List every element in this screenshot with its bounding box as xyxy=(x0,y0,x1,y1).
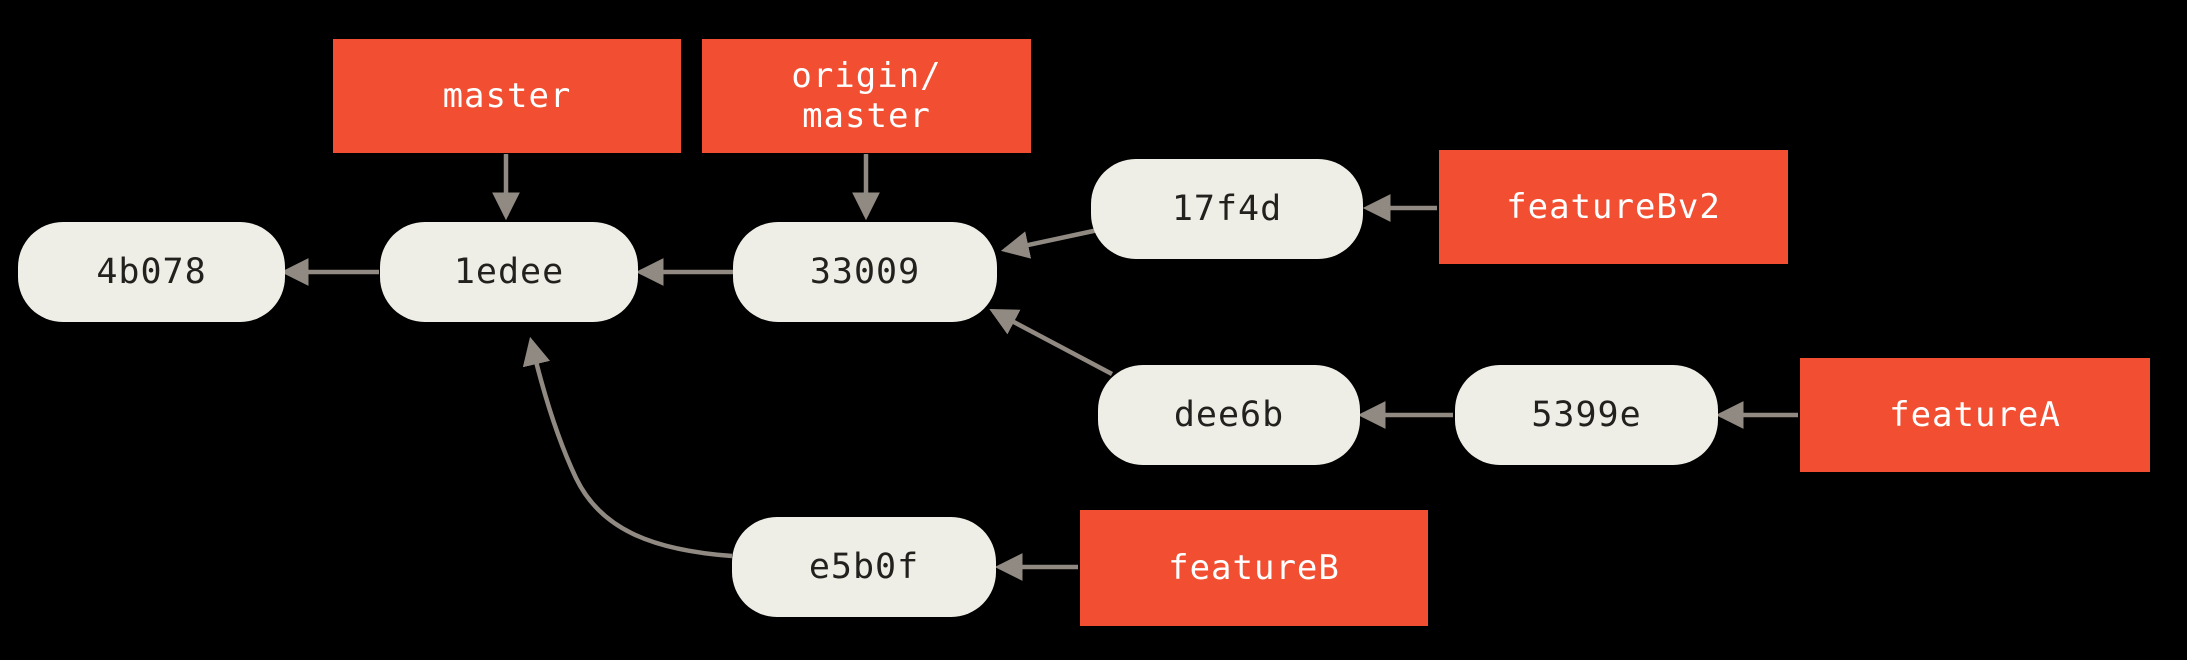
commit-id-e5b0f: e5b0f xyxy=(808,547,920,587)
branch-name-origin-master: origin/ master xyxy=(791,55,942,136)
branch-label-featureA: featureA xyxy=(1800,358,2150,472)
commit-node-17f4d: 17f4d xyxy=(1091,159,1363,259)
commit-id-4b078: 4b078 xyxy=(96,252,207,292)
branch-name-featureA: featureA xyxy=(1889,394,2061,435)
commit-id-5399e: 5399e xyxy=(1531,395,1642,435)
commit-node-dee6b: dee6b xyxy=(1098,365,1360,465)
branch-name-featureB: featureB xyxy=(1168,547,1340,588)
branch-label-origin-master: origin/ master xyxy=(702,39,1031,153)
edge-17f4d-to-33009 xyxy=(1000,227,1099,259)
edge-e5b0f-to-1edee-curve xyxy=(522,336,733,559)
commit-id-17f4d: 17f4d xyxy=(1171,189,1283,229)
commit-node-e5b0f: e5b0f xyxy=(732,517,996,617)
commit-id-33009: 33009 xyxy=(809,252,921,292)
branch-label-featureB: featureB xyxy=(1080,510,1428,626)
commit-id-dee6b: dee6b xyxy=(1173,395,1285,435)
branch-label-master: master xyxy=(333,39,681,153)
commit-node-4b078: 4b078 xyxy=(18,222,285,322)
commit-node-5399e: 5399e xyxy=(1455,365,1718,465)
commit-node-1edee: 1edee xyxy=(380,222,638,322)
edge-dee6b-to-33009 xyxy=(989,309,1114,376)
branch-name-featureBv2: featureBv2 xyxy=(1506,186,1721,227)
branch-label-featureBv2: featureBv2 xyxy=(1439,150,1788,264)
branch-name-master: master xyxy=(442,75,572,116)
commit-id-1edee: 1edee xyxy=(453,252,565,292)
commit-node-33009: 33009 xyxy=(733,222,997,322)
